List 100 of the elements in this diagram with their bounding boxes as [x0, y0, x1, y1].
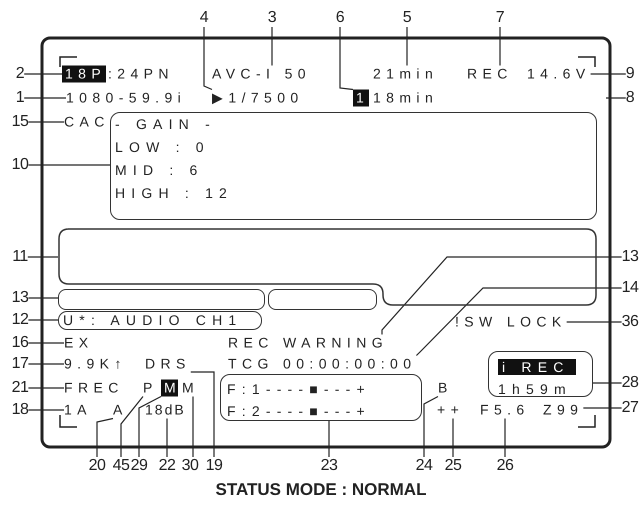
display-text: M: [182, 380, 196, 396]
display-text: !SW LOCK: [455, 314, 567, 330]
display-text: DRS: [145, 356, 191, 372]
display-text: 1080-59.9i: [66, 90, 186, 106]
leader-line: [28, 409, 64, 411]
display-text: U*: AUDIO CH1: [63, 312, 242, 328]
callout-number: 8: [626, 89, 634, 107]
display-text: 21min: [373, 66, 438, 82]
leader-line: [166, 418, 168, 457]
leader-line: [96, 418, 114, 457]
leader-line: [406, 27, 408, 66]
display-text: Z99: [543, 402, 584, 418]
display-text: LOW : 0: [115, 139, 210, 155]
callout-number: 13: [12, 289, 28, 307]
leader-line: [24, 97, 66, 99]
callout-number: 3: [268, 9, 276, 27]
callout-number: 22: [158, 457, 176, 475]
display-text: ▶1/7500: [212, 90, 304, 106]
callout-number: 7: [496, 9, 504, 27]
display-text: - GAIN -: [115, 116, 216, 132]
leader-line: [452, 418, 454, 457]
highlighted-indicator: 18P: [62, 66, 106, 82]
display-area-box: [58, 289, 265, 310]
leader-line: [28, 387, 64, 389]
callout-number: 23: [320, 457, 338, 475]
highlighted-indicator: i REC: [498, 359, 576, 375]
callout-number: 17: [12, 355, 28, 373]
display-text: 18min: [373, 90, 438, 106]
callout-number: 9: [626, 65, 634, 83]
leader-line: [28, 363, 64, 365]
leader-line: [583, 407, 622, 409]
display-text: A: [113, 402, 128, 418]
callout-number: 5: [402, 9, 412, 27]
display-area-box: [268, 289, 377, 310]
display-text: CAC: [64, 114, 110, 130]
leader-line: [24, 73, 62, 75]
callout-number: 25: [444, 457, 462, 475]
leader-line: [504, 418, 506, 457]
leader-line: [593, 382, 622, 384]
callout-number: 28: [622, 374, 638, 392]
callout-number: 15: [12, 113, 28, 131]
leader-line: [271, 27, 273, 66]
display-area-box: [58, 311, 262, 330]
callout-number: 24: [416, 457, 432, 475]
leader-line: [120, 396, 144, 457]
display-text: ++: [437, 402, 464, 418]
display-text: MID : 6: [115, 162, 204, 178]
leader-line: [190, 371, 215, 457]
callout-number: 21: [12, 379, 28, 397]
leader-line: [381, 256, 622, 334]
display-text: 9.9K↑: [64, 356, 127, 372]
callout-number: 2: [16, 65, 24, 83]
callout-number: 45: [112, 457, 130, 475]
callout-number: 16: [12, 334, 28, 352]
display-text: FREC: [64, 380, 124, 396]
display-text: 1h59m: [498, 381, 572, 397]
leader-line: [416, 287, 622, 356]
callout-number: 36: [622, 313, 638, 331]
callout-number: 29: [130, 457, 148, 475]
callout-number: 4: [200, 9, 208, 27]
callout-number: 1: [16, 89, 24, 107]
leader-line: [590, 73, 626, 75]
callout-number: 30: [182, 457, 198, 475]
display-text: :24PN: [108, 66, 174, 82]
display-text: F:2----■---+: [227, 403, 371, 419]
display-area-box: [488, 351, 593, 397]
display-text: F:1----■---+: [227, 381, 371, 397]
leader-line: [28, 164, 110, 166]
leader-line: [28, 256, 58, 258]
callout-number: 10: [12, 156, 28, 174]
leader-line: [339, 27, 354, 90]
display-area-box: [110, 112, 597, 220]
leader-line: [28, 297, 58, 299]
highlighted-indicator: 1: [353, 90, 370, 106]
display-text: HIGH : 12: [115, 185, 234, 201]
leader-line: [423, 396, 438, 457]
display-text: 18dB: [145, 402, 186, 418]
display-text: EX: [64, 334, 94, 352]
callout-number: 6: [336, 9, 344, 27]
display-text: 1A: [64, 402, 92, 418]
callout-number: 11: [12, 248, 28, 266]
callout-number: 13: [622, 248, 638, 266]
leader-line: [328, 421, 330, 457]
display-text: P: [143, 380, 158, 396]
leader-line: [28, 342, 64, 344]
highlighted-indicator: M: [161, 380, 178, 396]
display-text: TCG 00:00:00:00: [228, 356, 416, 372]
leader-line: [566, 321, 622, 323]
callout-number: 19: [206, 457, 222, 475]
callout-number: 18: [12, 401, 28, 419]
callout-number: 26: [496, 457, 514, 475]
leader-line: [606, 97, 626, 99]
leader-line: [138, 396, 162, 457]
display-text: 14.6V: [527, 66, 591, 82]
display-text: F5.6: [480, 402, 530, 418]
leader-line: [28, 319, 58, 321]
callout-number: 20: [88, 457, 106, 475]
display-text: B: [438, 380, 453, 396]
callout-number: 14: [622, 279, 638, 297]
callout-number: 27: [622, 399, 638, 417]
